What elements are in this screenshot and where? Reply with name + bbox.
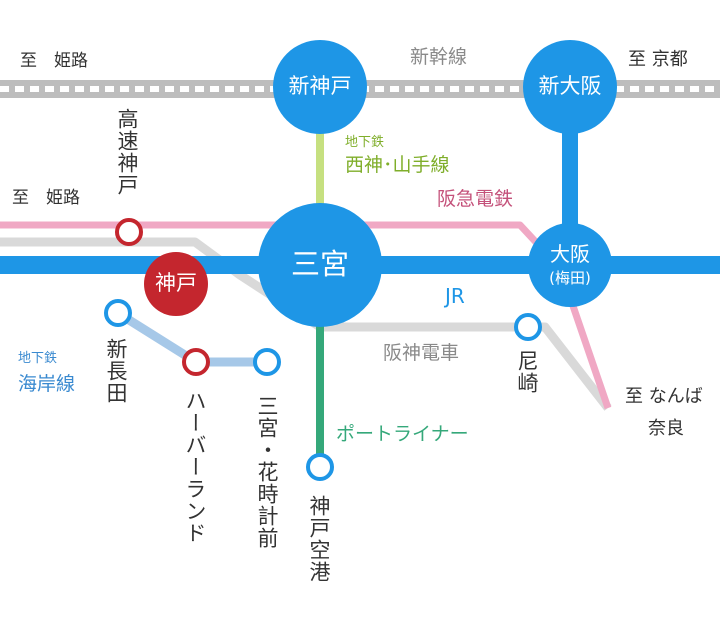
osaka-name: 大阪 [550,242,590,266]
sannomiya-name: 三宮 [290,247,349,281]
label-hankyu: 阪急電鉄 [437,188,514,210]
label-seishin-yamate: 西神･山手線 [345,154,450,176]
label-kaigan: 海岸線 [18,373,76,395]
station-sannomiya[interactable] [258,203,382,327]
label-to-namba: 至 なんば [625,386,703,407]
sannomiya-hanadokei-label: 三宮・花時計前 [255,395,279,549]
station-kobe[interactable] [144,252,208,316]
station-shin-nagata[interactable] [104,299,132,327]
label-hanshin: 阪神電車 [383,342,460,364]
station-kosoku-kobe[interactable] [115,218,143,246]
station-kobe-airport[interactable] [306,453,334,481]
shin-nagata-label: 新長田 [104,338,128,404]
label-jr: JR [445,284,465,308]
hankyu-line [0,221,612,410]
label-shinkansen: 新幹線 [410,46,468,68]
station-shin-osaka[interactable] [523,40,617,134]
label-to-himeji-top: 至 姫路 [20,51,88,71]
station-sannomiya-hanadokei[interactable] [253,348,281,376]
label-subway-kaigan: 地下鉄 [18,351,58,366]
label-to-himeji-mid: 至 姫路 [12,188,80,208]
station-harborland[interactable] [182,348,210,376]
kobe-airport-label: 神戸空港 [307,495,331,583]
station-amagasaki[interactable] [514,313,542,341]
kosoku-kobe-label: 高速神戸 [115,108,139,196]
shin-kobe-name: 新神戸 [288,74,352,98]
harborland-label: ハーバーランド [183,390,207,544]
amagasaki-label: 尼崎 [515,350,539,394]
label-nara: 奈良 [648,418,684,439]
kobe-name: 神戸 [155,271,197,295]
shin-osaka-name: 新大阪 [538,74,602,98]
label-subway-seishin: 地下鉄 [345,135,385,150]
label-to-kyoto: 至 京都 [628,49,688,70]
label-portliner: ポートライナー [336,423,469,445]
umeda-name: (梅田) [549,269,591,287]
station-shin-kobe[interactable] [273,40,367,134]
station-osaka[interactable] [528,223,612,307]
